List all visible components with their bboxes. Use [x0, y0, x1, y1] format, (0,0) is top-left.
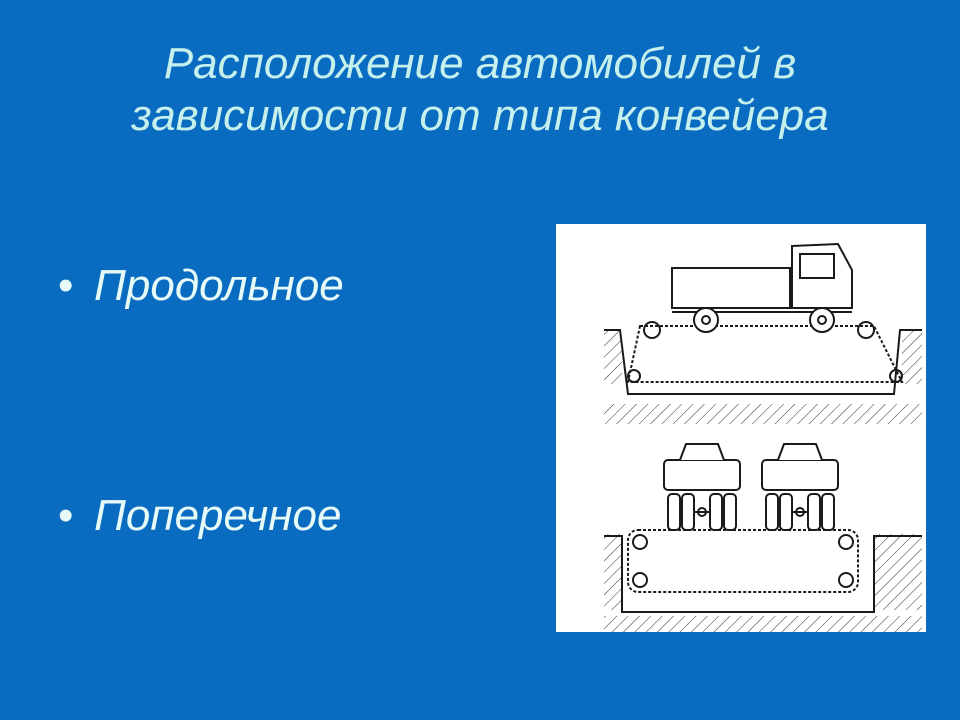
- title-line-1: Расположение автомобилей в: [163, 39, 797, 88]
- bullet-dot: •: [58, 261, 74, 310]
- truck-wheel-front: [809, 307, 835, 333]
- ground-hatch-bottom: [604, 404, 922, 424]
- pit-outline: [604, 535, 922, 613]
- belt-roller: [643, 321, 661, 339]
- car-front-view-1: [663, 443, 741, 531]
- conveyor-diagrams-svg: [604, 242, 922, 632]
- truck-wheel-rear: [693, 307, 719, 333]
- belt-roller: [857, 321, 875, 339]
- truck-wheel-front-hub: [817, 315, 827, 325]
- truck-cab: [791, 242, 853, 309]
- conveyor-belt: [627, 529, 859, 593]
- transverse-conveyor-diagram: [604, 443, 922, 632]
- pit-outline: [604, 329, 922, 395]
- belt-roller: [632, 572, 648, 588]
- belt-roller: [838, 534, 854, 550]
- bullet-label: Продольное: [94, 261, 344, 310]
- conveyor-figure: [556, 224, 926, 632]
- bullet-item-longitudinal: • Продольное: [58, 260, 344, 312]
- car-front-view-2: [761, 443, 839, 531]
- truck-wheel-rear-hub: [701, 315, 711, 325]
- slide-title: Расположение автомобилей в зависимости о…: [40, 38, 920, 142]
- conveyor-belt: [626, 325, 904, 383]
- ground-hatch-left: [604, 330, 622, 384]
- longitudinal-conveyor-diagram: [604, 242, 922, 424]
- belt-roller: [838, 572, 854, 588]
- bullet-item-transverse: • Поперечное: [58, 490, 341, 542]
- ground-hatch-bottom: [604, 616, 922, 632]
- ground-hatch-right: [902, 330, 922, 384]
- belt-roller: [627, 369, 641, 383]
- truck-cab-window: [799, 253, 835, 279]
- belt-roller: [632, 534, 648, 550]
- bullet-dot: •: [58, 491, 74, 540]
- bullet-label: Поперечное: [94, 491, 342, 540]
- title-line-2: зависимости от типа конвейера: [131, 91, 829, 140]
- ground-hatch-left: [604, 534, 622, 610]
- ground-hatch-right: [874, 534, 922, 610]
- truck-cargo-body: [671, 267, 791, 309]
- belt-roller: [889, 369, 903, 383]
